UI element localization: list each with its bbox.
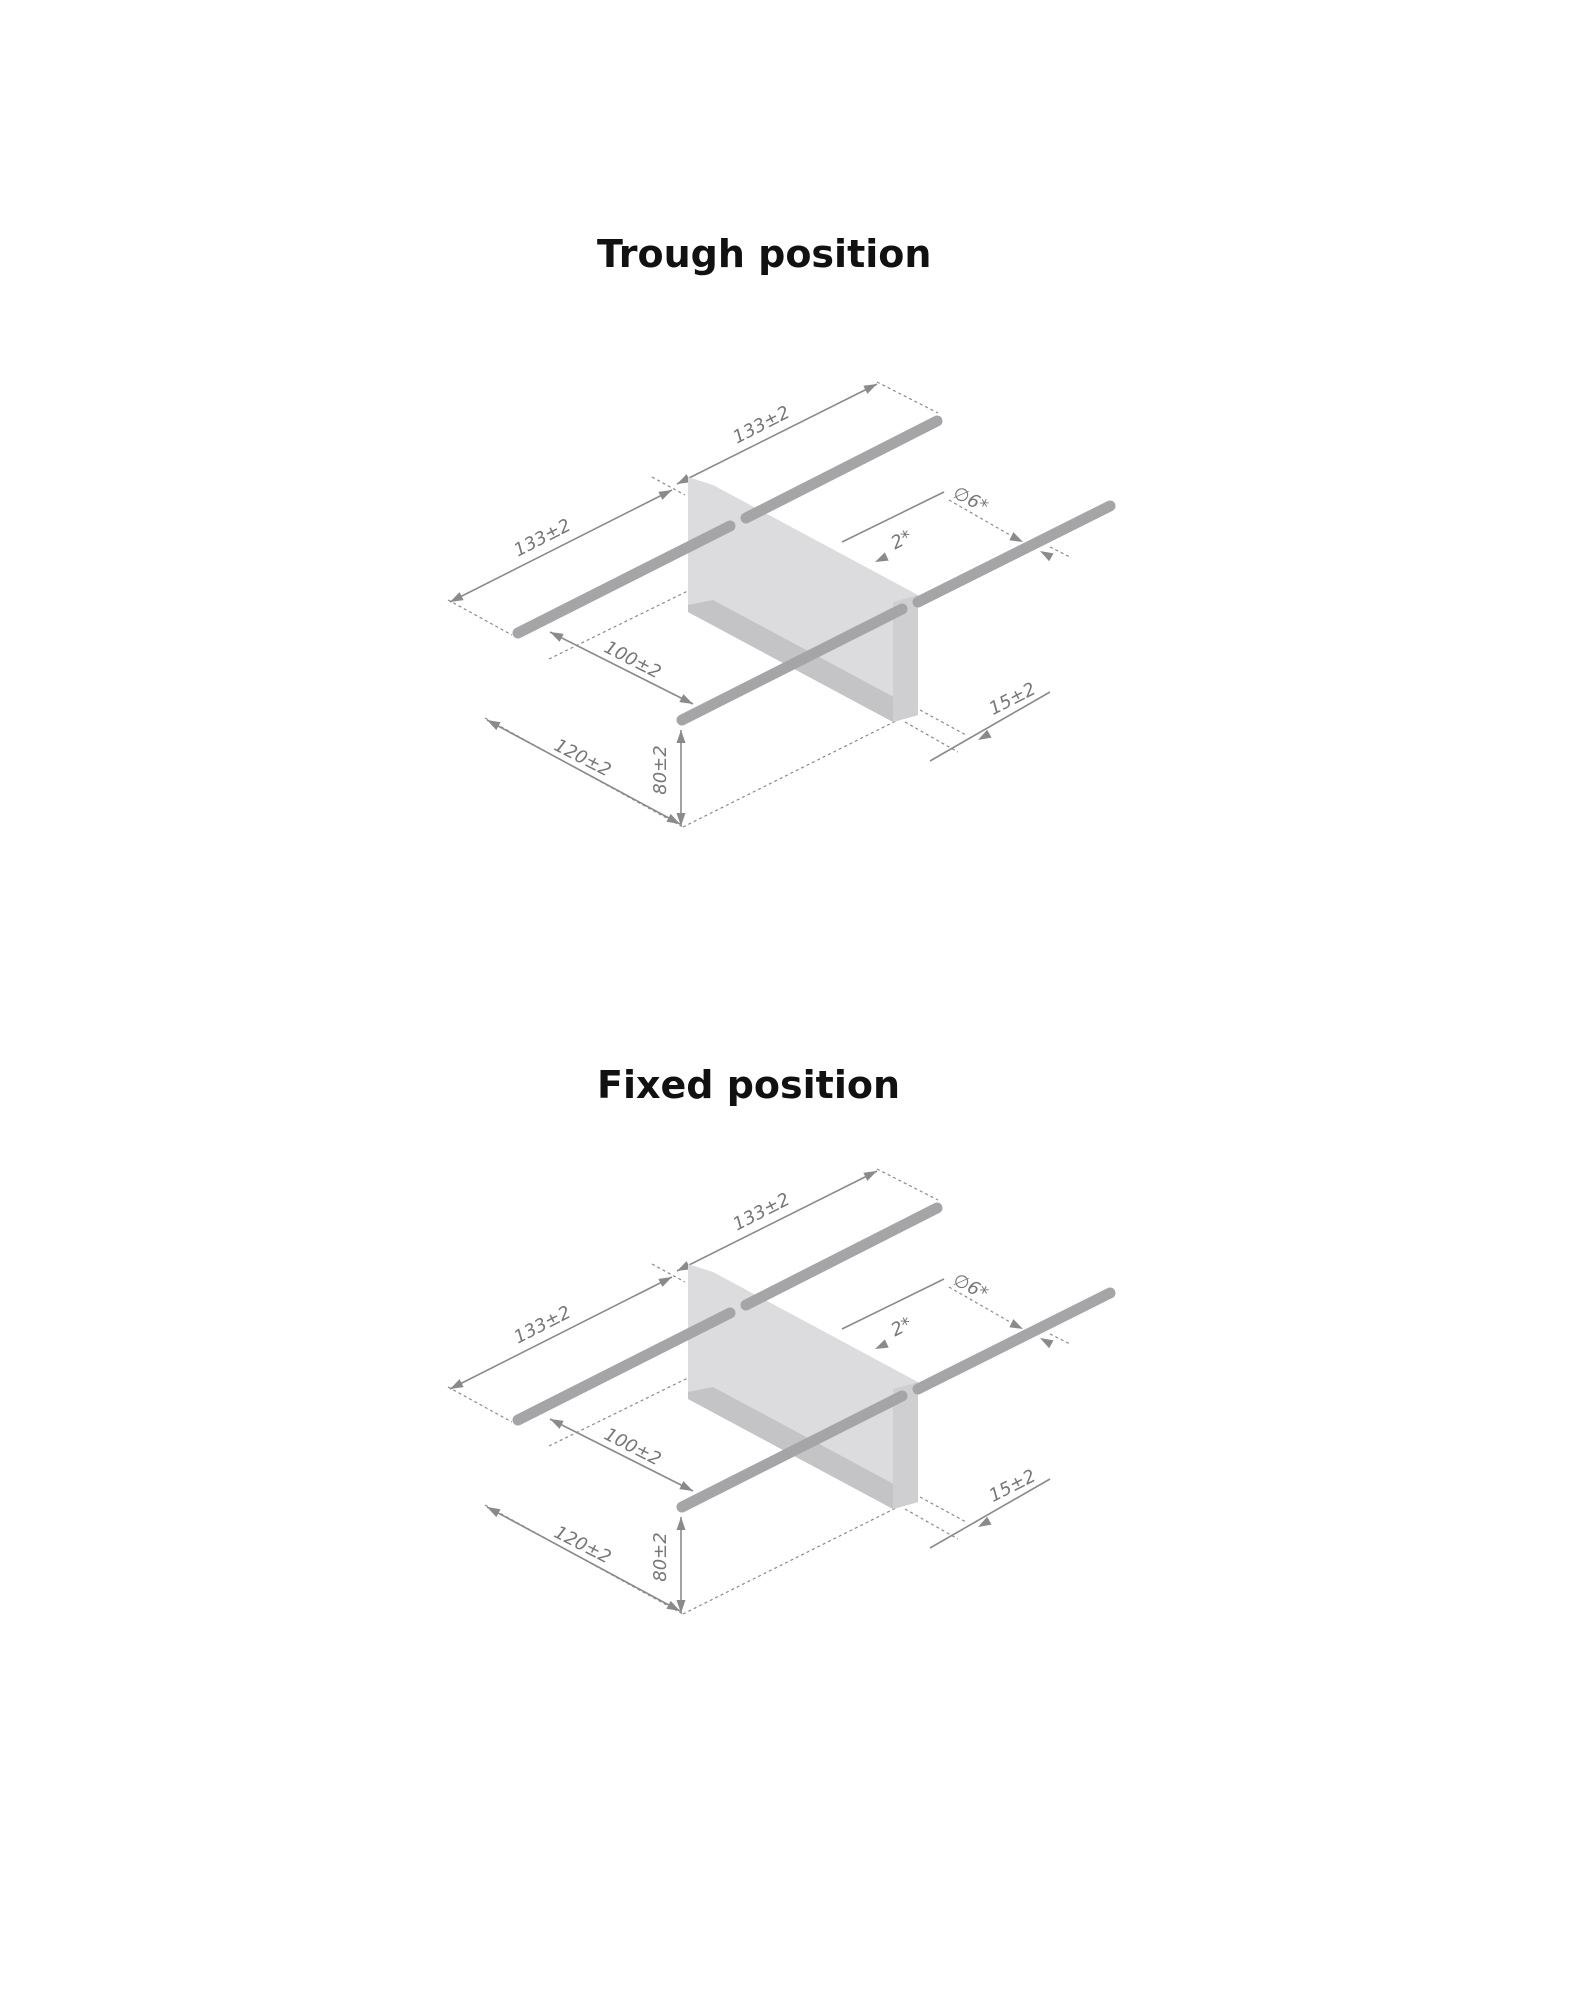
dim-diameter-arrow-in xyxy=(1009,532,1023,542)
dim-rail-front-length-line xyxy=(449,489,673,603)
label-rail-spacing: 100±2 xyxy=(601,637,665,683)
plate-face xyxy=(688,477,918,722)
dim-depth-arrow-end xyxy=(666,1600,680,1611)
label-height: 80±2 xyxy=(650,745,671,794)
ext-flange-b xyxy=(904,721,959,753)
ext-back-rail-start xyxy=(447,1386,513,1423)
dim-rail-spacing-arrow-start xyxy=(550,632,564,642)
ext-base-back xyxy=(548,584,701,660)
dim-flange-leader xyxy=(929,691,1051,762)
ext-plate-top xyxy=(651,1263,686,1283)
ext-plate-top xyxy=(651,476,686,496)
dim-flange-leader xyxy=(929,1478,1051,1549)
dim-rail-back-length-arrow-end xyxy=(863,384,877,394)
assembly xyxy=(512,1202,1116,1513)
rail-front-right-segment xyxy=(912,1287,1116,1395)
label-rail-front-length: 133±2 xyxy=(511,1302,575,1348)
label-plate-thickness: 2* xyxy=(888,526,916,554)
rail-back-right-segment xyxy=(740,1202,943,1311)
dim-rail-back-length-arrow-end xyxy=(863,1171,877,1181)
plate-edge xyxy=(893,595,918,722)
dim-diameter-arrow-out xyxy=(1040,551,1054,562)
plate-face xyxy=(688,1264,918,1509)
dim-height-arrow-start xyxy=(676,1517,686,1530)
label-rail-front-length: 133±2 xyxy=(511,515,575,561)
assembly xyxy=(512,415,1116,726)
dim-depth-line xyxy=(486,1506,681,1612)
label-height: 80±2 xyxy=(650,1532,671,1581)
dim-diameter-arrow-out xyxy=(1040,1338,1054,1349)
trough-position-title: Trough position xyxy=(597,232,932,276)
ext-flange-a xyxy=(919,709,967,736)
ext-base-back xyxy=(548,1371,701,1447)
plate-edge xyxy=(893,1382,918,1509)
dim-rail-front-length-arrow-start xyxy=(450,592,464,602)
label-plate-thickness: 2* xyxy=(888,1313,916,1341)
label-depth: 120±2 xyxy=(551,1522,615,1568)
ext-diameter-bottom xyxy=(1049,1333,1071,1345)
ext-back-rail-start xyxy=(447,599,513,636)
rail-front-left-segment xyxy=(676,603,908,726)
dim-plate-thickness-arrow-out xyxy=(875,1339,889,1349)
dim-rail-front-length-arrow-end xyxy=(658,490,672,500)
dim-rail-front-length-line xyxy=(449,1276,673,1390)
dim-rail-front-length-arrow-end xyxy=(658,1277,672,1287)
dim-flange-arrow xyxy=(978,729,992,740)
fixed-position-title: Fixed position xyxy=(597,1063,900,1107)
ext-base-right xyxy=(682,709,919,828)
dim-plate-thickness-leader xyxy=(841,1278,945,1330)
dim-rail-spacing-arrow-end xyxy=(679,1481,693,1491)
dim-rail-spacing-line xyxy=(549,1418,694,1492)
dim-depth-line xyxy=(486,719,681,825)
dim-rail-spacing-arrow-start xyxy=(550,1419,564,1429)
dim-plate-thickness-arrow-out xyxy=(875,552,889,562)
rail-back-left-segment xyxy=(512,520,736,639)
dim-flange-arrow xyxy=(978,1516,992,1527)
rail-back-left-segment xyxy=(512,1307,736,1426)
ext-diameter-bottom xyxy=(1049,546,1071,558)
dim-rail-spacing-line xyxy=(549,631,694,705)
rail-front-right-segment xyxy=(912,500,1116,608)
dim-rail-spacing-arrow-end xyxy=(679,694,693,704)
rail-front-left-segment xyxy=(676,1390,908,1513)
dim-diameter-arrow-in xyxy=(1009,1319,1023,1329)
ext-back-rail-end xyxy=(876,381,939,414)
label-rail-spacing: 100±2 xyxy=(601,1424,665,1470)
label-depth: 120±2 xyxy=(551,735,615,781)
dim-rail-back-length-line xyxy=(676,1170,878,1272)
rail-back-right-segment xyxy=(740,415,943,524)
dimension-lines xyxy=(447,1168,1071,1615)
dim-depth-arrow-start xyxy=(487,1507,501,1518)
dim-rail-back-length-line xyxy=(676,383,878,485)
dim-height-arrow-end xyxy=(676,813,686,826)
dim-rail-back-length-arrow-start xyxy=(677,474,691,484)
dim-rail-back-length-arrow-start xyxy=(677,1261,691,1271)
dim-rail-front-length-arrow-start xyxy=(450,1379,464,1389)
dim-height-arrow-start xyxy=(676,730,686,743)
ext-flange-b xyxy=(904,1508,959,1540)
dim-depth-arrow-start xyxy=(487,720,501,731)
ext-base-right xyxy=(682,1496,919,1615)
ext-back-rail-end xyxy=(876,1168,939,1201)
dim-depth-arrow-end xyxy=(666,813,680,824)
dim-height-arrow-end xyxy=(676,1600,686,1613)
dim-plate-thickness-leader xyxy=(841,491,945,543)
ext-flange-a xyxy=(919,1496,967,1523)
dimension-lines xyxy=(447,381,1071,828)
